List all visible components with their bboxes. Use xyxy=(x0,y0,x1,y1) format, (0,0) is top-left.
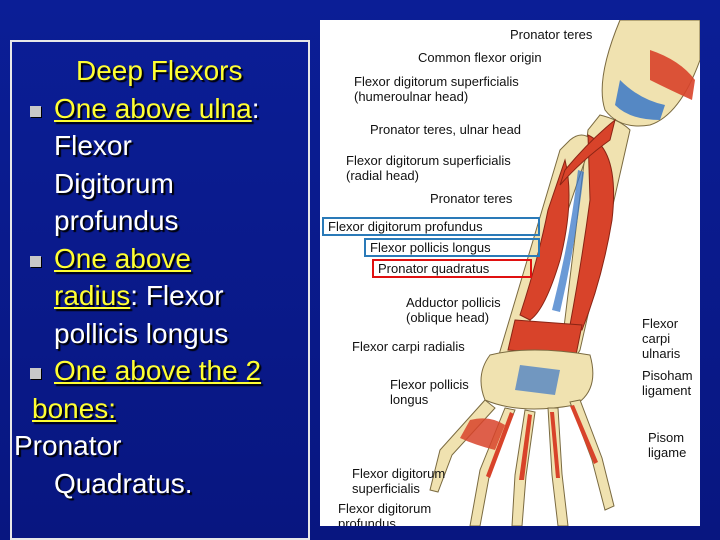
label-fds-radial-head: (radial head) xyxy=(346,168,419,183)
label-fdp-bottom-2: profundus xyxy=(338,516,396,527)
square-bullet-icon xyxy=(30,255,41,267)
label-fdp-bottom: Flexor digitorum xyxy=(338,501,432,516)
square-bullet-icon xyxy=(30,105,41,117)
bullet-title: One above the 2 xyxy=(54,355,262,386)
square-bullet-icon xyxy=(30,368,41,379)
label-fcr: Flexor carpi radialis xyxy=(352,339,465,354)
label-pronator-teres-top: Pronator teres xyxy=(510,27,593,42)
label-fcu-2: carpi xyxy=(642,331,671,346)
label-fds-radial: Flexor digitorum superficialis xyxy=(346,153,511,168)
bullet-text: profundus xyxy=(54,205,179,236)
bullet-item-ulna: One above ulna: xyxy=(24,90,308,128)
bullet-title: One above xyxy=(54,242,191,274)
bullet-text: Digitorum xyxy=(54,167,174,199)
pq-highlight-box xyxy=(372,259,532,278)
label-pisometacarpal: Pisom xyxy=(648,430,685,445)
label-fpl-tendon: Flexor pollicis xyxy=(390,377,469,392)
bullet-text: Flexor xyxy=(54,130,132,161)
bullet-text: Pronator xyxy=(14,430,122,461)
text-panel: Deep Flexors One above ulna: Flexor Digi… xyxy=(10,40,310,540)
bullet-title: One above ulna xyxy=(54,92,252,124)
bullet-list: Deep Flexors One above ulna: Flexor Digi… xyxy=(14,52,308,502)
label-fds-bottom: Flexor digitorum xyxy=(352,466,446,481)
bullet-text: pollicis longus xyxy=(54,317,229,349)
label-common-flexor-origin: Common flexor origin xyxy=(418,50,542,65)
bullet-continuation: bones: xyxy=(32,392,117,424)
forearm-anatomy-figure: Pronator teres Common flexor origin Flex… xyxy=(320,20,700,526)
bullet-text: Quadratus. xyxy=(54,467,193,499)
bullet-continuation: radius: Flexor xyxy=(54,280,224,311)
label-pronator-teres-ulnar: Pronator teres, ulnar head xyxy=(370,122,522,137)
label-fds-humeroulnar-head: (humeroulnar head) xyxy=(354,89,469,104)
label-fdp: Flexor digitorum profundus xyxy=(328,219,483,234)
label-fds-humeroulnar: Flexor digitorum superficialis xyxy=(354,74,519,89)
label-pisohamate: Pisoham xyxy=(642,368,693,383)
bullet-item-radius: One above xyxy=(24,240,308,278)
fdp-highlight-box xyxy=(322,217,540,236)
label-fpl-tendon-2: longus xyxy=(390,392,429,407)
label-fpl: Flexor pollicis longus xyxy=(370,240,491,255)
label-adductor-oblique-head: (oblique head) xyxy=(406,310,490,325)
bullet-item-both-bones: One above the 2 xyxy=(24,352,308,390)
label-pisometacarpal-2: ligame xyxy=(648,445,687,460)
label-pq: Pronator quadratus xyxy=(378,261,490,276)
label-fcu-3: ulnaris xyxy=(642,346,681,361)
label-fds-bottom-2: superficialis xyxy=(352,481,420,496)
label-adductor-pollicis: Adductor pollicis xyxy=(406,295,501,310)
label-fcu: Flexor xyxy=(642,316,679,331)
slide-heading: Deep Flexors xyxy=(76,55,243,86)
forearm-illustration xyxy=(429,20,700,526)
label-pisohamate-2: ligament xyxy=(642,383,692,398)
label-pronator-teres-mid: Pronator teres xyxy=(430,191,513,206)
fpl-highlight-box xyxy=(364,238,540,257)
